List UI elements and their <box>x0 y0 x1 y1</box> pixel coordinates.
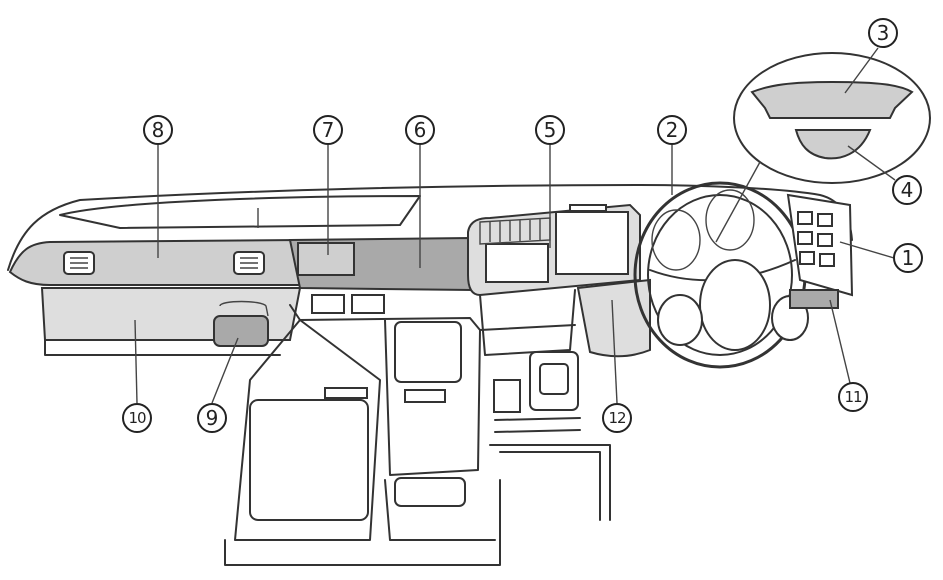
lower-switches <box>789 289 839 309</box>
dash-top-outline <box>7 184 853 271</box>
callout-9: 9 <box>197 403 227 433</box>
windshield-defroster <box>59 195 421 229</box>
callout-1: 1 <box>893 243 923 273</box>
callout-5: 5 <box>535 115 565 145</box>
callout-7: 7 <box>313 115 343 145</box>
glovebox-handle <box>213 315 269 347</box>
callout-4: 4 <box>892 175 922 205</box>
inset-panel-3 <box>750 80 914 119</box>
inset-detail-circle <box>733 52 931 184</box>
callout-11: 11 <box>838 382 868 412</box>
callout-2: 2 <box>657 115 687 145</box>
leader-lines <box>134 47 896 404</box>
callout-12: 12 <box>602 403 632 433</box>
hazard-panel <box>485 243 549 283</box>
callout-8: 8 <box>143 115 173 145</box>
display-screen <box>555 211 629 275</box>
callout-10: 10 <box>122 403 152 433</box>
inset-panel-4 <box>794 129 872 160</box>
driver-lower-panel <box>576 278 651 358</box>
callout-3: 3 <box>868 18 898 48</box>
panel-7 <box>297 242 355 276</box>
callout-6: 6 <box>405 115 435 145</box>
